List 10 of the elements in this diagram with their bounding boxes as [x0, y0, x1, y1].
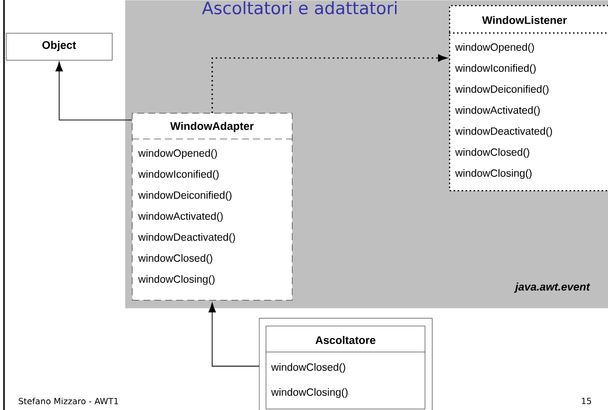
class-box: Object	[6, 33, 112, 60]
page-number: 15	[582, 398, 592, 404]
class-box: Ascoltatore windowClosed() windowClosing()	[259, 318, 432, 410]
inheritance-arrow	[55, 62, 132, 120]
interface-box: WindowListener windowOpened() windowIconified() windowDeiconified() windowActivated() windowDeactivated() windowClosed() windowClosing()	[449, 5, 608, 192]
dotted-arrow	[212, 54, 447, 113]
title: Ascoltatori e adattatori	[202, 1, 397, 14]
footer-text: Stefano Mizzaro - AWT1	[18, 398, 118, 404]
inheritance-arrow	[208, 302, 260, 367]
class-box: WindowAdapter windowOpened() windowIconified() windowDeiconified() windowActivated() windowDeactivated() windowClosed() windowClosing()	[132, 113, 292, 300]
